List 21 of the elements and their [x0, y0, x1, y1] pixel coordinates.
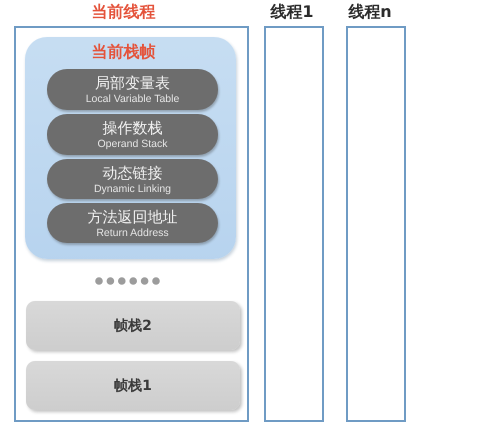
frame-section-pill [47, 69, 218, 110]
stack-frame-box [26, 301, 240, 350]
section-title: 局部变量表 [95, 74, 170, 92]
frame-title: 当前栈帧 [92, 42, 156, 62]
section-title: 方法返回地址 [88, 208, 178, 226]
frame-label: 帧栈1 [114, 376, 152, 394]
section-subtitle: Return Address [96, 226, 169, 238]
section-subtitle: Operand Stack [97, 138, 168, 150]
stack-frame-box [26, 361, 240, 410]
stack-frame-panel [25, 37, 236, 259]
section-title: 动态链接 [102, 164, 162, 182]
frame-section-pill [47, 114, 218, 155]
frame-section-pill [47, 203, 218, 243]
section-subtitle: Local Variable Table [86, 93, 180, 105]
frame-section-pill [47, 159, 218, 199]
thread-title: 线程n [348, 2, 392, 22]
frame-label: 帧栈2 [114, 316, 152, 334]
thread-title: 线程1 [270, 2, 314, 22]
section-subtitle: Dynamic Linking [94, 182, 172, 194]
thread-title: 当前线程 [92, 2, 156, 22]
section-title: 操作数栈 [102, 119, 162, 137]
